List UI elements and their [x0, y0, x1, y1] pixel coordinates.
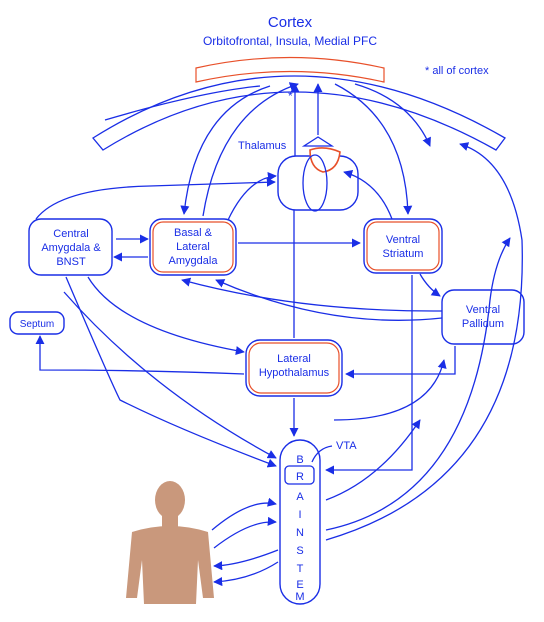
basal-lateral-line1: Basal & — [174, 227, 213, 239]
ventral-striatum-line1: Ventral — [386, 234, 420, 246]
brainstem-letter: A — [296, 491, 304, 503]
central-amygdala-line3: BNST — [56, 256, 86, 268]
vta-label: VTA — [336, 440, 357, 452]
thalamus-structure — [277, 136, 359, 212]
brainstem-letter: I — [298, 509, 301, 521]
basal-lateral-line3: Amygdala — [169, 255, 219, 267]
lateral-hypothalamus-line2: Hypothalamus — [259, 367, 330, 379]
central-amygdala-node: Central Amygdala & BNST — [28, 218, 113, 276]
brainstem-letter: M — [295, 591, 304, 603]
basal-lateral-line2: Lateral — [176, 241, 210, 253]
septum-node: Septum — [9, 311, 65, 335]
brainstem-letter: S — [296, 545, 303, 557]
cortex-subtitle: Orbitofrontal, Insula, Medial PFC — [203, 34, 377, 48]
central-amygdala-line1: Central — [53, 228, 88, 240]
thalamus-label: Thalamus — [238, 140, 287, 152]
ventral-pallidum-line2: Pallidum — [462, 318, 504, 330]
brainstem-letter: B — [296, 454, 303, 466]
basal-lateral-amygdala-node: Basal & Lateral Amygdala — [149, 218, 237, 276]
human-body-silhouette — [126, 481, 214, 604]
ventral-striatum-line2: Striatum — [383, 248, 424, 260]
central-amygdala-line2: Amygdala & — [41, 242, 101, 254]
cortex-title: Cortex — [268, 14, 313, 31]
brainstem-letter: E — [296, 579, 303, 591]
connection-arrows: * — [35, 82, 523, 587]
ventral-striatum-node: Ventral Striatum — [363, 218, 443, 274]
brainstem-letter: R — [296, 471, 304, 483]
brainstem-letter: T — [297, 563, 304, 575]
ventral-pallidum-line1: Ventral — [466, 304, 500, 316]
cortex-note: * all of cortex — [425, 65, 489, 77]
ventral-pallidum-node: Ventral Pallidum — [441, 289, 525, 345]
brainstem-letter: N — [296, 527, 304, 539]
cortex-asterisk: * — [288, 89, 293, 103]
brainstem-node: VTA B R A I N S T E M — [279, 439, 357, 605]
cortex-arc — [92, 56, 506, 151]
lateral-hypothalamus-node: Lateral Hypothalamus — [245, 339, 343, 397]
septum-label: Septum — [20, 319, 54, 330]
lateral-hypothalamus-line1: Lateral — [277, 353, 311, 365]
